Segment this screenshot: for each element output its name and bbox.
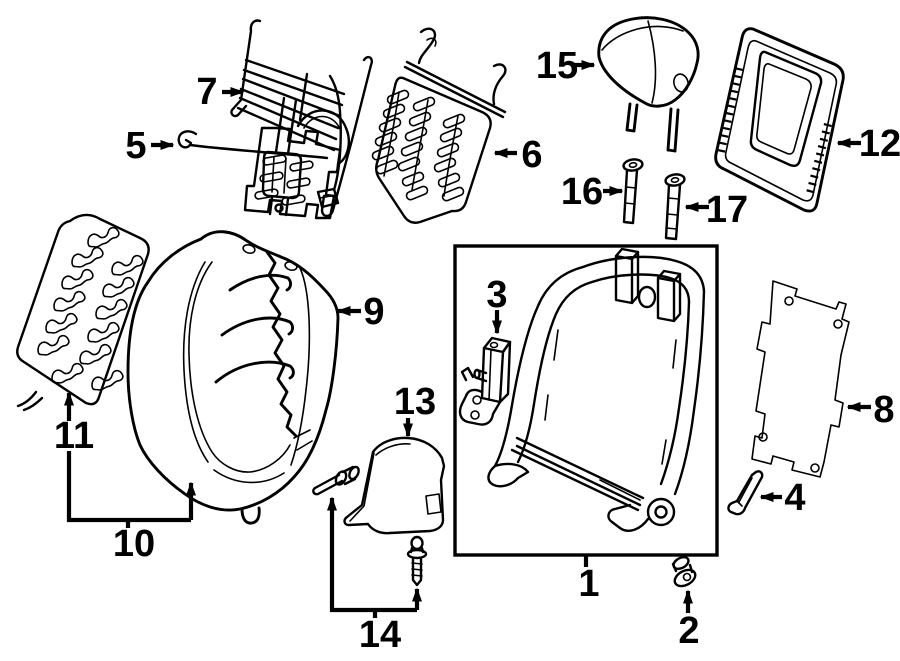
callout-10[interactable]: 10 — [113, 523, 155, 565]
callout-8[interactable]: 8 — [873, 389, 894, 431]
callout-7[interactable]: 7 — [196, 71, 217, 113]
callout-2[interactable]: 2 — [678, 610, 699, 652]
part-6-suspension-mat-illustration[interactable] — [370, 27, 507, 224]
part-3-latch-unit-illustration[interactable] — [458, 336, 512, 426]
callout-13[interactable]: 13 — [394, 381, 436, 423]
part-1-seat-back-frame-illustration[interactable] — [487, 247, 706, 532]
part-8-back-board-illustration[interactable] — [751, 280, 850, 478]
callout-labels: 1 2 3 4 5 6 7 8 9 10 11 12 13 14 15 16 1… — [54, 45, 900, 656]
callout-15[interactable]: 15 — [536, 45, 578, 87]
callout-5[interactable]: 5 — [125, 125, 146, 167]
part-1-highlight-box — [453, 244, 719, 557]
part-15-headrest-illustration[interactable] — [597, 16, 700, 153]
callout-14[interactable]: 14 — [359, 614, 401, 656]
callout-12[interactable]: 12 — [859, 123, 900, 165]
callout-11[interactable]: 11 — [54, 415, 94, 457]
part-9-seat-back-cushion-illustration[interactable] — [126, 230, 340, 525]
callout-leader-lines — [64, 60, 871, 618]
part-11-heater-element-illustration[interactable] — [16, 213, 150, 412]
part-5-hook-wire-illustration[interactable] — [177, 130, 329, 160]
callout-1[interactable]: 1 — [578, 563, 599, 605]
part-4-clip-illustration[interactable] — [727, 470, 764, 516]
callout-17[interactable]: 17 — [706, 189, 748, 231]
part-16-headrest-guide-illustration[interactable] — [622, 158, 644, 225]
callout-4[interactable]: 4 — [784, 477, 805, 519]
callout-9[interactable]: 9 — [363, 291, 384, 333]
part-7-lumbar-spring-frame-illustration[interactable] — [230, 19, 373, 220]
part-13-side-shield-illustration[interactable] — [343, 436, 446, 535]
callout-16[interactable]: 16 — [561, 171, 603, 213]
callout-3[interactable]: 3 — [486, 274, 507, 316]
part-17-headrest-guide-illustration[interactable] — [664, 173, 686, 241]
part-2-screw-illustration[interactable] — [671, 555, 698, 590]
callout-6[interactable]: 6 — [521, 134, 542, 176]
part-12-seat-back-panel-illustration[interactable] — [714, 27, 845, 213]
part-14-screw-illustration[interactable] — [406, 535, 428, 587]
part-14-shoulder-bolt-illustration[interactable] — [312, 465, 360, 496]
